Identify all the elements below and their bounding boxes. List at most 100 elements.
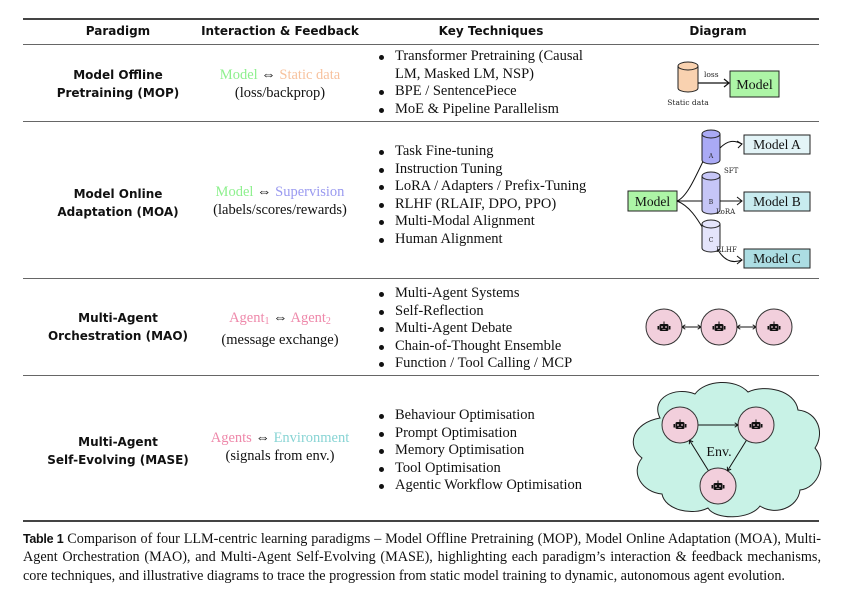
database-icon-a	[701, 129, 721, 165]
paradigm-mop: Model Offline Pretraining (MOP)	[23, 66, 213, 102]
branch-edge-c	[676, 200, 705, 231]
interaction-feedback: (signals from env.)	[225, 448, 335, 464]
interaction-left: Agents	[210, 430, 252, 446]
technique-item: Memory Optimisation	[376, 442, 626, 460]
db-label-c: C	[709, 237, 714, 244]
paradigm-mao: Multi-Agent Orchestration (MAO)	[23, 309, 213, 345]
model-b-label: Model B	[753, 194, 801, 209]
model-node	[729, 70, 780, 98]
header-techniques: Key Techniques	[438, 24, 544, 38]
technique-item: LoRA / Adapters / Prefix-Tuning	[376, 178, 626, 196]
robot-icon	[749, 419, 763, 429]
model-node-label: Model	[736, 78, 773, 93]
technique-item: Task Fine-tuning	[376, 143, 626, 161]
agent-node	[700, 308, 738, 346]
technique-item: MoE & Pipeline Parallelism	[376, 101, 626, 119]
edge-to-model-c	[717, 249, 743, 263]
paradigm-line: Pretraining (MOP)	[56, 86, 180, 100]
interaction-right: Static data	[279, 67, 341, 83]
techniques-mase: Behaviour Optimisation Prompt Optimisati…	[376, 407, 626, 495]
technique-item: Multi-Agent Systems	[376, 285, 626, 303]
paradigm-line: Multi-Agent	[78, 311, 158, 325]
agent-node	[645, 308, 683, 346]
edge-label: loss	[704, 70, 719, 79]
technique-item: Human Alignment	[376, 231, 626, 249]
model-c-node	[743, 248, 811, 269]
interaction-moa: Model ⇔ Supervision (labels/scores/rewar…	[190, 183, 370, 219]
interaction-right: Environment	[273, 430, 350, 446]
techniques-mop: Transformer Pretraining (Causal LM, Mask…	[376, 48, 626, 118]
robot-icon	[712, 321, 726, 331]
model-a-label: Model A	[753, 137, 801, 152]
paradigm-line: Self-Evolving (MASE)	[47, 453, 189, 467]
technique-item: Prompt Optimisation	[376, 425, 626, 443]
evolution-edge	[689, 440, 709, 471]
database-icon	[677, 61, 699, 93]
technique-item: Chain-of-Thought Ensemble	[376, 338, 626, 356]
row-rule-1	[23, 121, 819, 122]
paradigm-line: Multi-Agent	[78, 435, 158, 449]
diagram-mase: Env.	[632, 381, 822, 518]
arrowhead-icon	[688, 439, 694, 445]
agent-node	[699, 467, 737, 505]
caption-text: Comparison of four LLM-centric learning …	[23, 531, 822, 584]
robot-icon	[767, 321, 781, 331]
interaction-feedback: (labels/scores/rewards)	[213, 202, 347, 218]
robot-icon	[657, 321, 671, 331]
technique-item: Behaviour Optimisation	[376, 407, 626, 425]
technique-item: Transformer Pretraining (Causal LM, Mask…	[376, 48, 626, 83]
technique-item: Tool Optimisation	[376, 460, 626, 478]
technique-item: Instruction Tuning	[376, 161, 626, 179]
agent-node	[737, 406, 775, 444]
table-top-rule	[23, 18, 819, 20]
table-bottom-rule	[23, 520, 819, 522]
interaction-feedback: (message exchange)	[221, 332, 339, 348]
table-caption: Table 1 Comparison of four LLM-centric l…	[23, 530, 821, 585]
arrowhead-icon	[736, 255, 743, 265]
arrowhead-icon	[736, 140, 743, 149]
agent-node	[755, 308, 793, 346]
techniques-moa: Task Fine-tuning Instruction Tuning LoRA…	[376, 143, 626, 248]
header-diagram: Diagram	[689, 24, 747, 38]
technique-item: Function / Tool Calling / MCP	[376, 355, 626, 373]
technique-item: Multi-Modal Alignment	[376, 213, 626, 231]
diagram-mao	[645, 308, 793, 346]
header-paradigm: Paradigm	[85, 24, 151, 38]
paradigm-line: Orchestration (MAO)	[47, 329, 189, 343]
bidirectional-arrow-icon: ⇔	[261, 67, 276, 83]
model-c-label: Model C	[753, 251, 801, 266]
interaction-left: Agent1	[229, 310, 270, 327]
bidirectional-arrow-icon: ⇔	[255, 430, 270, 446]
database-icon-b	[701, 171, 721, 215]
row-rule-2	[23, 278, 819, 279]
caption-label: Table 1	[23, 532, 64, 546]
interaction-mase: Agents ⇔ Environment (signals from env.)	[190, 429, 370, 465]
agent-node	[661, 406, 699, 444]
diagram-mop: loss Model Static data	[667, 61, 780, 107]
row-rule-3	[23, 375, 819, 376]
bidirectional-arrow-icon: ⇔	[257, 184, 272, 200]
db-label-b: B	[709, 199, 714, 206]
arrowhead-icon	[726, 466, 732, 472]
evolution-edge	[727, 440, 747, 471]
model-b-node	[743, 191, 811, 212]
technique-item: Agentic Workflow Optimisation	[376, 477, 626, 495]
interaction-left: Model	[219, 67, 258, 83]
method-label-sft: SFT	[724, 167, 739, 175]
bidirectional-arrow-icon: ⇔	[273, 310, 288, 326]
technique-item: Multi-Agent Debate	[376, 320, 626, 338]
technique-item: BPE / SentencePiece	[376, 83, 626, 101]
arrowhead-icon	[723, 78, 730, 88]
interaction-right: Supervision	[275, 184, 345, 200]
paradigm-moa: Model Online Adaptation (MOA)	[23, 185, 213, 221]
interaction-right: Agent2	[290, 310, 331, 327]
interaction-mao: Agent1 ⇔ Agent2 (message exchange)	[190, 309, 370, 349]
techniques-mao: Multi-Agent Systems Self-Reflection Mult…	[376, 285, 626, 373]
interaction-feedback: (loss/backprop)	[234, 85, 326, 101]
paradigm-mase: Multi-Agent Self-Evolving (MASE)	[23, 433, 213, 469]
interaction-left: Model	[215, 184, 254, 200]
arrowhead-icon	[736, 196, 743, 206]
technique-item: RLHF (RLAIF, DPO, PPO)	[376, 196, 626, 214]
robot-icon	[711, 480, 725, 490]
method-label-rlhf: RLHF	[716, 246, 737, 254]
